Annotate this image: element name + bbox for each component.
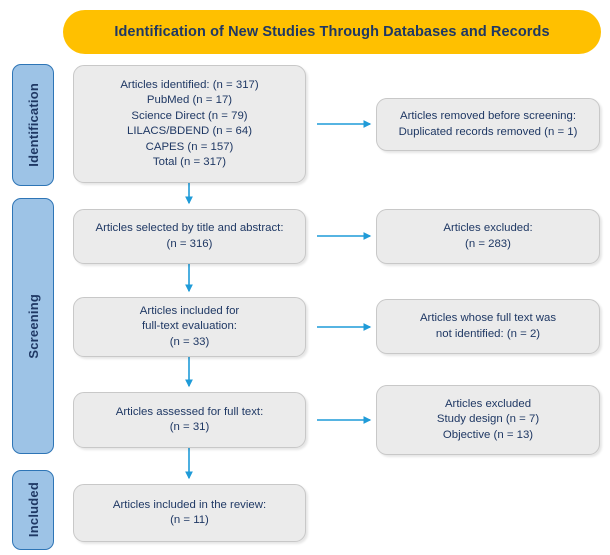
- box-articles-included-review-text: Articles included in the review: (n = 11…: [112, 498, 267, 527]
- box-articles-selected-title-abstract-text: Articles selected by title and abstract:…: [95, 222, 284, 250]
- diagram-title-text: Identification of New Studies Through Da…: [114, 24, 550, 40]
- stage-label-identification: Identification: [12, 64, 54, 186]
- stage-label-screening: Screening: [12, 198, 54, 454]
- box-articles-identified: Articles identified: (n = 317) PubMed (n…: [73, 65, 306, 183]
- box-articles-excluded-screening-text: Articles excluded: (n = 283): [443, 222, 533, 250]
- box-articles-removed-before-screening-text: Articles removed before screening: Dupli…: [398, 110, 578, 138]
- box-articles-excluded-fulltext: Articles excluded Study design (n = 7) O…: [376, 385, 600, 455]
- diagram-title-banner: Identification of New Studies Through Da…: [63, 10, 601, 54]
- box-articles-assessed-fulltext-text: Articles assessed for full text: (n = 31…: [115, 405, 264, 434]
- box-articles-fulltext-not-identified: Articles whose full text was not identif…: [376, 299, 600, 354]
- stage-label-identification-text: Identification: [25, 83, 41, 167]
- box-articles-fulltext-not-identified-text: Articles whose full text was not identif…: [419, 312, 557, 340]
- box-articles-excluded-fulltext-text: Articles excluded Study design (n = 7) O…: [436, 397, 540, 441]
- box-articles-removed-before-screening: Articles removed before screening: Dupli…: [376, 98, 600, 151]
- box-articles-included-fulltext-evaluation: Articles included for full-text evaluati…: [73, 297, 306, 357]
- box-articles-assessed-fulltext: Articles assessed for full text: (n = 31…: [73, 392, 306, 448]
- stage-label-screening-text: Screening: [25, 293, 41, 359]
- stage-label-included: Included: [12, 470, 54, 550]
- box-articles-included-fulltext-evaluation-text: Articles included for full-text evaluati…: [139, 304, 240, 348]
- stage-label-included-text: Included: [25, 482, 41, 538]
- box-articles-included-review: Articles included in the review: (n = 11…: [73, 484, 306, 542]
- box-articles-excluded-screening: Articles excluded: (n = 283): [376, 209, 600, 264]
- box-articles-selected-title-abstract: Articles selected by title and abstract:…: [73, 209, 306, 264]
- box-articles-identified-text: Articles identified: (n = 317) PubMed (n…: [120, 78, 259, 169]
